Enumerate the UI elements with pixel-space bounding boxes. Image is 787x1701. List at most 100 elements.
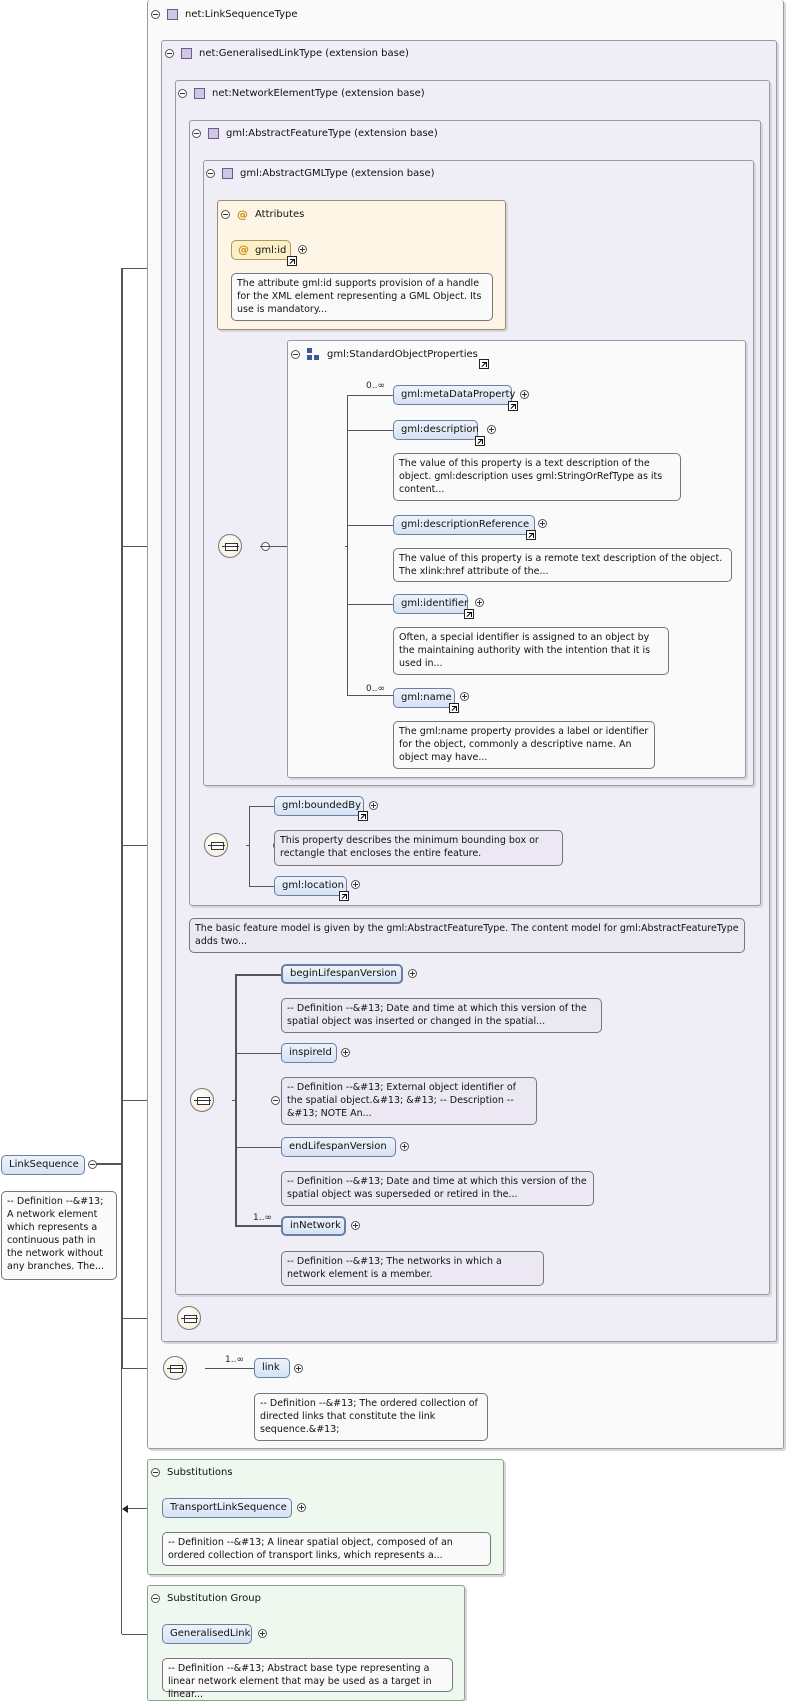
sequence-compositor-icon[interactable] bbox=[190, 1088, 214, 1112]
link-sequence-type-header: net:LinkSequenceType bbox=[151, 9, 298, 20]
cardinality-label: 0..∞ bbox=[366, 381, 385, 391]
expand-icon[interactable] bbox=[297, 1503, 306, 1512]
complex-type-icon bbox=[194, 88, 205, 99]
group-icon bbox=[307, 348, 320, 361]
substitutions-header: Substitutions bbox=[151, 1467, 233, 1478]
expand-icon[interactable] bbox=[460, 692, 469, 701]
attribute-icon: @ bbox=[237, 208, 248, 221]
transport-link-sequence-doc: -- Definition --&#13; A linear spatial o… bbox=[162, 1532, 491, 1566]
end-lifespan-version-element[interactable]: endLifespanVersion bbox=[281, 1137, 396, 1157]
type-label: net:NetworkElementType (extension base) bbox=[212, 88, 425, 99]
connector bbox=[235, 1225, 281, 1227]
transport-link-sequence-element[interactable]: TransportLinkSequence bbox=[162, 1498, 292, 1518]
link-sequence-element[interactable]: LinkSequence bbox=[1, 1155, 85, 1175]
collapse-icon[interactable] bbox=[88, 1160, 97, 1169]
expand-icon[interactable] bbox=[400, 1142, 409, 1151]
collapse-icon[interactable] bbox=[192, 129, 201, 138]
type-label: net:GeneralisedLinkType (extension base) bbox=[199, 48, 409, 59]
expand-icon[interactable] bbox=[520, 390, 529, 399]
sop-item-description-doc: The value of this property is a text des… bbox=[393, 453, 681, 501]
cardinality-label: 1..∞ bbox=[253, 1213, 272, 1223]
generalised-link-element[interactable]: GeneralisedLink bbox=[162, 1624, 252, 1644]
sop-item-descriptionreference[interactable]: gml:descriptionReference bbox=[393, 515, 535, 535]
sop-item-name[interactable]: gml:name bbox=[393, 688, 455, 708]
cardinality-label: 0..∞ bbox=[366, 684, 385, 694]
expand-icon[interactable] bbox=[408, 969, 417, 978]
sop-item-metadataproperty[interactable]: gml:metaDataProperty bbox=[393, 385, 515, 405]
connector bbox=[347, 695, 393, 696]
expand-icon[interactable] bbox=[341, 1048, 350, 1057]
connector bbox=[235, 974, 281, 976]
collapse-icon[interactable] bbox=[151, 1594, 160, 1603]
reference-link-icon[interactable] bbox=[287, 256, 297, 266]
collapse-icon[interactable] bbox=[291, 350, 300, 359]
inspire-id-doc: -- Definition --&#13; External object id… bbox=[281, 1077, 537, 1125]
collapse-icon[interactable] bbox=[221, 210, 230, 219]
network-element-type-header: net:NetworkElementType (extension base) bbox=[178, 88, 425, 99]
expand-icon[interactable] bbox=[351, 1221, 360, 1230]
complex-type-icon bbox=[222, 168, 233, 179]
connector bbox=[246, 845, 249, 846]
type-label: gml:AbstractFeatureType (extension base) bbox=[226, 128, 438, 139]
gml-id-attribute[interactable]: @gml:id bbox=[231, 240, 291, 260]
connector bbox=[249, 806, 250, 886]
expand-icon[interactable] bbox=[294, 1364, 303, 1373]
expand-icon[interactable] bbox=[258, 1629, 267, 1638]
sequence-compositor-icon[interactable] bbox=[204, 833, 228, 857]
collapse-icon[interactable] bbox=[178, 89, 187, 98]
expand-icon[interactable] bbox=[538, 519, 547, 528]
sop-item-description[interactable]: gml:description bbox=[393, 420, 479, 440]
expand-icon[interactable] bbox=[475, 598, 484, 607]
reference-link-icon[interactable] bbox=[464, 609, 474, 619]
attributes-title: Attributes bbox=[255, 209, 305, 220]
reference-link-icon[interactable] bbox=[479, 359, 489, 369]
abstract-feature-doc: The basic feature model is given by the … bbox=[189, 918, 745, 953]
sop-item-identifier[interactable]: gml:identifier bbox=[393, 594, 468, 614]
sequence-compositor-icon[interactable] bbox=[218, 534, 242, 558]
complex-type-icon bbox=[208, 128, 219, 139]
location-element[interactable]: gml:location bbox=[274, 876, 347, 896]
reference-link-icon[interactable] bbox=[475, 436, 485, 446]
begin-lifespan-version-doc: -- Definition --&#13; Date and time at w… bbox=[281, 998, 602, 1033]
substitution-group-header: Substitution Group bbox=[151, 1593, 261, 1604]
collapse-icon[interactable] bbox=[165, 49, 174, 58]
sop-item-name-doc: The gml:name property provides a label o… bbox=[393, 721, 655, 769]
link-element[interactable]: link bbox=[254, 1358, 290, 1378]
expand-icon[interactable] bbox=[369, 801, 378, 810]
reference-link-icon[interactable] bbox=[508, 401, 518, 411]
sequence-compositor-icon[interactable] bbox=[177, 1306, 201, 1330]
connector bbox=[235, 974, 237, 1226]
collapse-icon[interactable] bbox=[151, 1468, 160, 1477]
sop-item-identifier-doc: Often, a special identifier is assigned … bbox=[393, 627, 669, 675]
type-label: net:LinkSequenceType bbox=[185, 9, 298, 20]
reference-link-icon[interactable] bbox=[449, 703, 459, 713]
connector bbox=[347, 525, 393, 526]
standard-object-properties-header: gml:StandardObjectProperties bbox=[291, 348, 478, 361]
attribute-icon: @ bbox=[238, 243, 249, 256]
sop-item-descriptionreference-doc: The value of this property is a remote t… bbox=[393, 548, 732, 582]
reference-link-icon[interactable] bbox=[526, 530, 536, 540]
inspire-id-element[interactable]: inspireId bbox=[281, 1043, 337, 1063]
collapse-icon[interactable] bbox=[151, 10, 160, 19]
connector bbox=[122, 1634, 162, 1635]
expand-icon[interactable] bbox=[351, 880, 360, 889]
begin-lifespan-version-element[interactable]: beginLifespanVersion bbox=[281, 964, 403, 984]
arrow-left-icon bbox=[122, 1505, 128, 1513]
sequence-compositor-icon[interactable] bbox=[163, 1356, 187, 1380]
collapse-icon[interactable] bbox=[206, 169, 215, 178]
abstract-feature-type-header: gml:AbstractFeatureType (extension base) bbox=[192, 128, 438, 139]
connector bbox=[249, 806, 274, 807]
reference-link-icon[interactable] bbox=[339, 891, 349, 901]
complex-type-icon bbox=[167, 9, 178, 20]
generalised-link-type-header: net:GeneralisedLinkType (extension base) bbox=[165, 48, 409, 59]
collapse-icon[interactable] bbox=[270, 1096, 280, 1105]
bounded-by-element[interactable]: gml:boundedBy bbox=[274, 796, 364, 816]
expand-icon[interactable] bbox=[298, 245, 307, 254]
reference-link-icon[interactable] bbox=[358, 811, 368, 821]
gml-id-doc: The attribute gml:id supports provision … bbox=[231, 273, 493, 321]
type-label: gml:AbstractGMLType (extension base) bbox=[240, 168, 435, 179]
expand-icon[interactable] bbox=[487, 425, 496, 434]
connector bbox=[121, 1368, 163, 1369]
in-network-element[interactable]: inNetwork bbox=[281, 1216, 346, 1236]
